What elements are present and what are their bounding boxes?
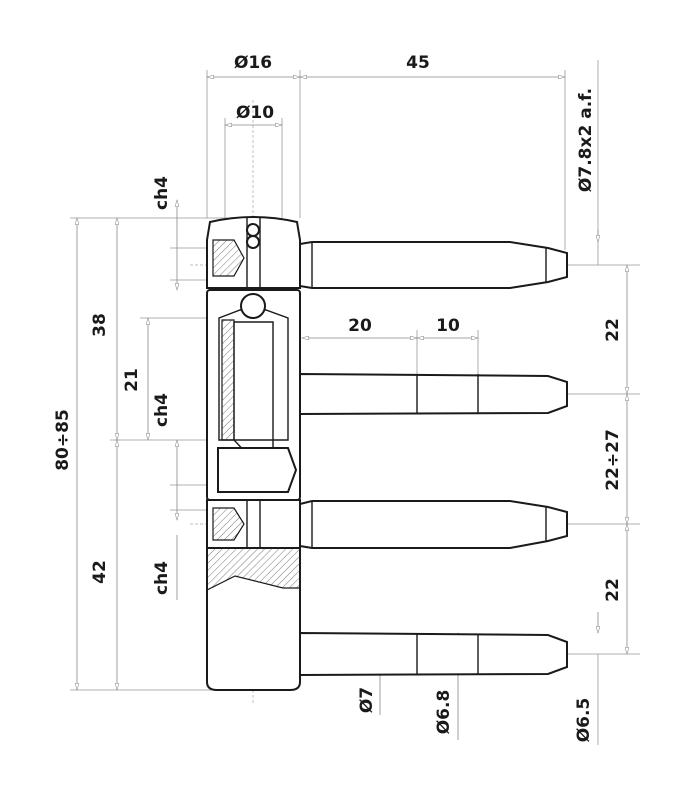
label-total-height: 80÷85	[53, 409, 73, 471]
dimension-labels: Ø16 45 Ø10 Ø7.8x2 a.f. 38 80÷85 21 42 ch…	[53, 53, 623, 742]
label-upper-height: 38	[90, 313, 110, 337]
label-dia-inner: Ø10	[236, 103, 274, 123]
pin-third	[299, 500, 568, 549]
label-ch4-bottom: ch4	[152, 561, 172, 595]
label-ch4-mid: ch4	[152, 393, 172, 427]
label-dia-pin-b: Ø6.8	[434, 690, 454, 735]
label-step1: 20	[348, 316, 372, 336]
label-dia-pin-a: Ø7	[357, 687, 377, 713]
pin-top	[299, 241, 568, 289]
knuckle-middle	[206, 289, 301, 501]
label-step2: 10	[436, 316, 460, 336]
label-pitch-top: 22	[603, 318, 623, 342]
label-mid-height: 21	[122, 368, 142, 392]
pin-bottom	[295, 631, 568, 677]
label-dia-body: Ø16	[234, 53, 272, 73]
label-pitch-mid: 22÷27	[603, 429, 623, 491]
label-lower-height: 42	[90, 560, 110, 584]
knuckle-third	[206, 499, 301, 549]
label-pin-length: 45	[406, 53, 430, 73]
label-ch4-top: ch4	[152, 176, 172, 210]
label-hex: Ø7.8x2 a.f.	[576, 88, 596, 192]
label-dia-pin-c: Ø6.5	[574, 698, 594, 743]
pin-middle	[299, 372, 568, 416]
label-pitch-bottom: 22	[603, 578, 623, 602]
hinge-base	[206, 547, 301, 691]
knuckle-top	[206, 216, 301, 289]
